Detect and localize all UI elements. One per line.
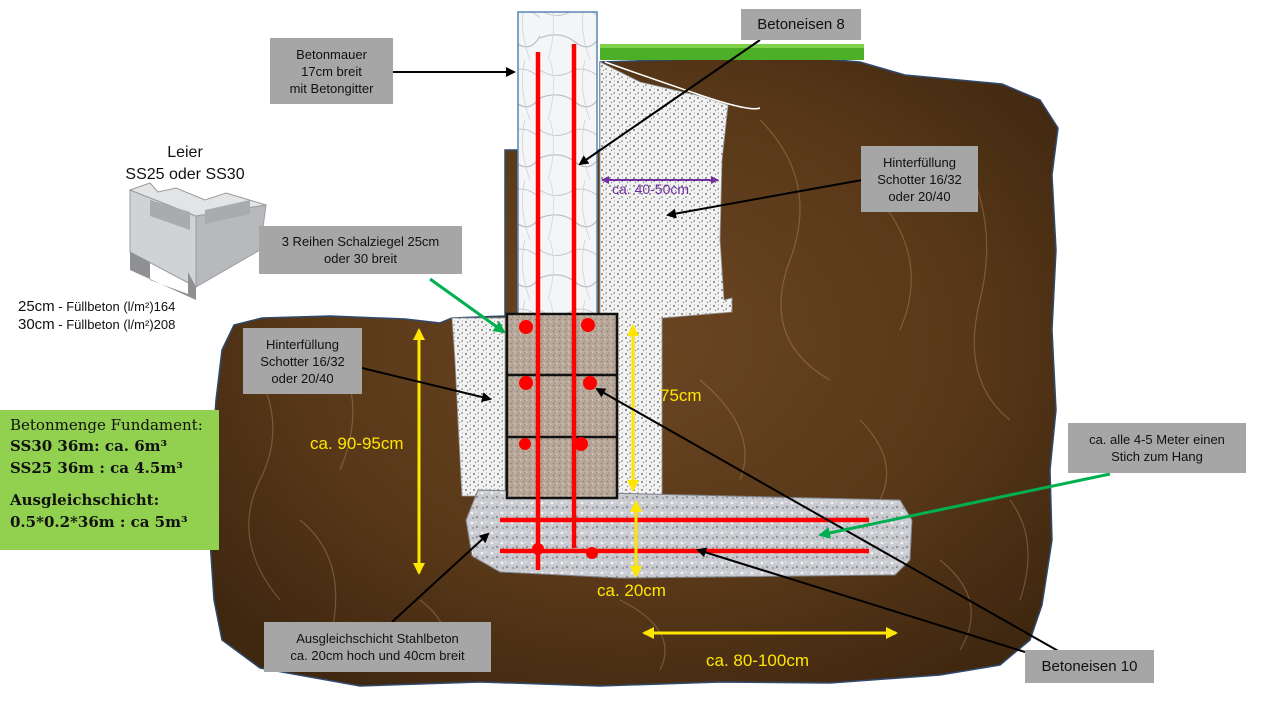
info-ss30: SS30 36m: ca. 6m³	[10, 437, 168, 455]
dim-height-total-label: ca. 90-95cm	[310, 434, 404, 453]
leier-title: Leier SS25 oder SS30	[100, 142, 270, 186]
label-betonmauer: Betonmauer 17cm breit mit Betongitter	[270, 38, 393, 104]
leier-title-line1: Leier	[167, 144, 203, 161]
label-schalziegel: 3 Reihen Schalziegel 25cm oder 30 breit	[259, 226, 462, 274]
label-hinterfuellung-top: Hinterfüllung Schotter 16/32 oder 20/40	[861, 146, 978, 212]
label-hinterfuellung-left: Hinterfüllung Schotter 16/32 oder 20/40	[243, 328, 362, 394]
leier-title-line2: SS25 oder SS30	[125, 166, 245, 183]
label-betoneisen-8: Betoneisen 8	[741, 9, 861, 40]
dim-gap-label: ca. 40-50cm	[612, 181, 690, 197]
info-title: Betonmenge Fundament:	[10, 416, 203, 434]
leier-fill-25: 25cm - Füllbeton (l/m²)164	[18, 298, 175, 316]
label-stich: ca. alle 4-5 Meter einen Stich zum Hang	[1068, 423, 1246, 473]
leier-fill-25-text: - Füllbeton (l/m²)164	[54, 299, 176, 314]
leier-fill-30-size: 30cm	[18, 316, 55, 333]
leveling-layer	[465, 489, 913, 579]
rebar	[500, 44, 869, 570]
backfill-left	[451, 317, 506, 497]
dim-wall-blocks-label: 75cm	[660, 386, 702, 405]
info-ausgleich-calc: 0.5*0.2*36m : ca 5m³	[10, 513, 188, 531]
dim-base-label: ca. 20cm	[597, 581, 666, 600]
dimension-arrows	[413, 324, 898, 639]
info-ausgleich-title: Ausgleichschicht:	[10, 491, 160, 509]
concrete-quantity-box: Betonmenge Fundament: SS30 36m: ca. 6m³ …	[0, 410, 219, 550]
concrete-wall	[517, 11, 598, 317]
schalziegel-blocks	[505, 312, 619, 500]
label-betoneisen-10: Betoneisen 10	[1025, 650, 1154, 683]
dim-width-label: ca. 80-100cm	[706, 651, 809, 670]
leier-block-image	[128, 182, 267, 300]
green-arrows	[429, 277, 1111, 539]
leier-fill-25-size: 25cm	[18, 298, 55, 315]
info-ss25: SS25 36m : ca 4.5m³	[10, 459, 183, 477]
crack-line	[604, 61, 761, 110]
leier-fill-30: 30cm - Füllbeton (l/m²)208	[18, 316, 175, 334]
label-ausgleichschicht: Ausgleichschicht Stahlbeton ca. 20cm hoc…	[264, 622, 491, 672]
leier-fill-30-text: - Füllbeton (l/m²)208	[54, 317, 176, 332]
leader-arrows	[361, 39, 1061, 653]
rebar-dots	[519, 318, 598, 559]
